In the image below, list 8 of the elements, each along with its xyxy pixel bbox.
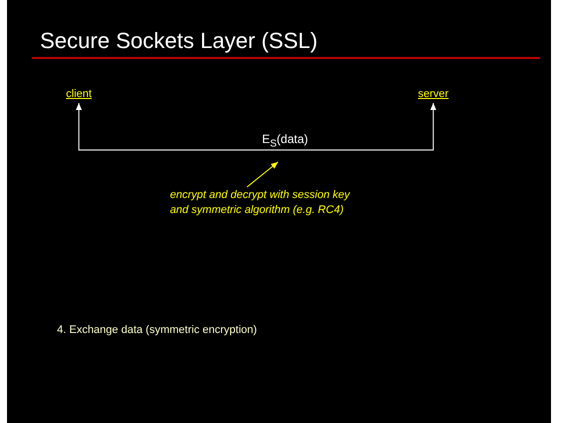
step-text: 4. Exchange data (symmetric encryption)	[57, 324, 257, 336]
leader-arrow	[246, 162, 278, 188]
double-arrow	[76, 102, 436, 150]
annotation-text: encrypt and decrypt with session key and symmetric algorithm (e.g. RC4)	[170, 188, 370, 218]
column-heading: client	[66, 88, 92, 100]
column-heading: server	[418, 88, 449, 100]
edge-label: E$_{S}$(data)	[260, 132, 310, 150]
slide-title: Secure Sockets Layer (SSL)	[40, 28, 318, 54]
